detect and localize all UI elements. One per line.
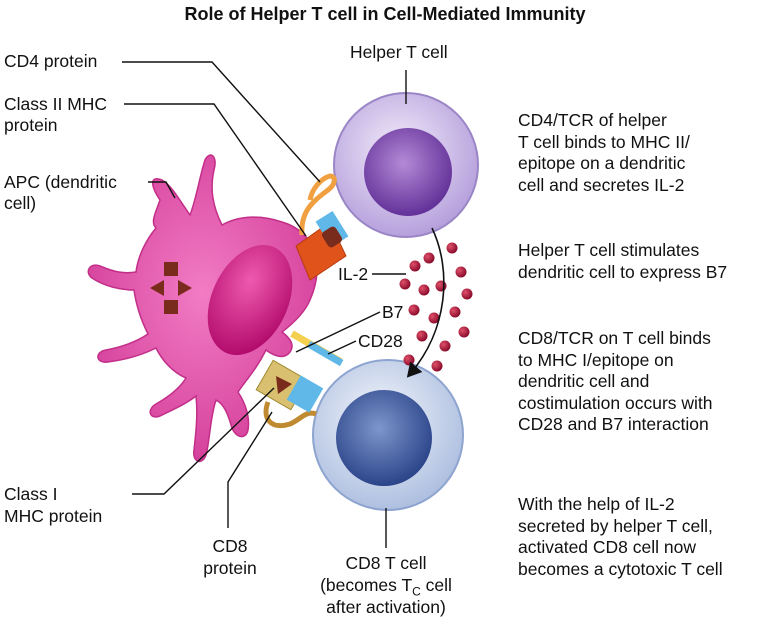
description-line: secreted by helper T cell,	[518, 515, 713, 536]
label-cd8-t-cell-line2: (becomes TC cell	[306, 575, 466, 603]
cd8-t-cell	[312, 359, 464, 511]
epitope-i-shape	[276, 376, 292, 394]
description-line: CD4/TCR of helper	[518, 110, 667, 130]
description-line: to MHC I/epitope on	[518, 349, 674, 370]
leader-cd28	[327, 340, 357, 355]
label-class1-mhc-line1: Class I	[4, 484, 58, 504]
helper-t-cell	[333, 92, 479, 238]
description-line: cell and secretes IL-2	[518, 174, 685, 195]
label-b7: B7	[382, 302, 404, 322]
description-line: With the help of IL-2	[518, 494, 675, 514]
label-class2-mhc-line1: Class II MHC	[4, 94, 108, 114]
label-cd8-protein-line1: CD8	[212, 536, 248, 556]
mhc2-tcr-complex	[295, 173, 349, 281]
label-apc-line2: cell)	[4, 193, 37, 213]
dendritic-cell-nucleus	[207, 245, 293, 355]
il2-cytokine-dots	[399, 242, 473, 372]
description-step-1: CD4/TCR of helper T cell binds to MHC II…	[518, 110, 768, 196]
epitope-fragments-icon	[150, 262, 192, 314]
label-helper-t-cell: Helper T cell	[350, 42, 448, 62]
tcr-cd8-shape	[286, 375, 324, 413]
label-cd28: CD28	[358, 331, 403, 351]
description-line: T cell binds to MHC II/	[518, 131, 690, 152]
leader-class2-mhc	[124, 103, 307, 237]
description-line: dendritic cell and	[518, 371, 650, 391]
description-step-3: CD8/TCR on T cell binds to MHC I/epitope…	[518, 328, 768, 436]
activation-arrow	[406, 227, 445, 378]
dendritic-cell-body	[87, 154, 318, 463]
description-line: costimulation occurs with	[518, 392, 713, 413]
dendritic-cell	[87, 154, 318, 463]
leader-cd8-protein	[227, 411, 273, 528]
label-cd8-t-cell-line2-post: cell	[420, 575, 452, 595]
label-cd8-t-cell-line2-sub: C	[412, 584, 421, 599]
leader-class1-mhc	[132, 387, 275, 495]
label-class1-mhc-line2: MHC protein	[4, 506, 103, 526]
label-cd8-t-cell-line1: CD8 T cell	[345, 553, 427, 573]
leader-b7	[295, 311, 381, 353]
label-il2: IL-2	[338, 264, 369, 284]
description-step-2: Helper T cell stimulates dendritic cell …	[518, 240, 768, 283]
cd8-t-cell-nucleus	[336, 390, 432, 486]
label-cd8-t-cell-line2-pre: (becomes T	[320, 575, 413, 595]
description-line: dendritic cell to express B7	[518, 261, 728, 282]
description-line: becomes a cytotoxic T cell	[518, 558, 723, 579]
description-line: epitope on a dendritic	[518, 153, 686, 173]
cd8-protein-shape	[263, 401, 317, 428]
cd28-shape	[307, 341, 344, 367]
description-line: activated CD8 cell now	[518, 537, 696, 557]
label-apc-line1: APC (dendritic	[4, 172, 117, 192]
mhc1-tcr-complex	[255, 330, 344, 428]
description-step-4: With the help of IL-2 secreted by helper…	[518, 494, 768, 580]
cd4-protein-shape	[299, 173, 337, 236]
leader-lines	[122, 61, 407, 548]
description-line: Helper T cell stimulates	[518, 240, 700, 260]
page-title: Role of Helper T cell in Cell-Mediated I…	[184, 4, 586, 24]
label-cd8-protein-line2: protein	[203, 558, 257, 578]
label-class2-mhc-line2: protein	[4, 115, 58, 135]
description-line: CD8/TCR on T cell binds	[518, 328, 711, 348]
leader-apc	[148, 181, 176, 199]
description-line: CD28 and B7 interaction	[518, 414, 709, 434]
label-cd4-protein: CD4 protein	[4, 51, 98, 71]
helper-t-cell-nucleus	[364, 128, 452, 216]
leader-cd4	[122, 61, 321, 183]
label-cd8-t-cell-line3: after activation)	[326, 597, 446, 617]
epitope-ii-shape	[321, 226, 343, 248]
